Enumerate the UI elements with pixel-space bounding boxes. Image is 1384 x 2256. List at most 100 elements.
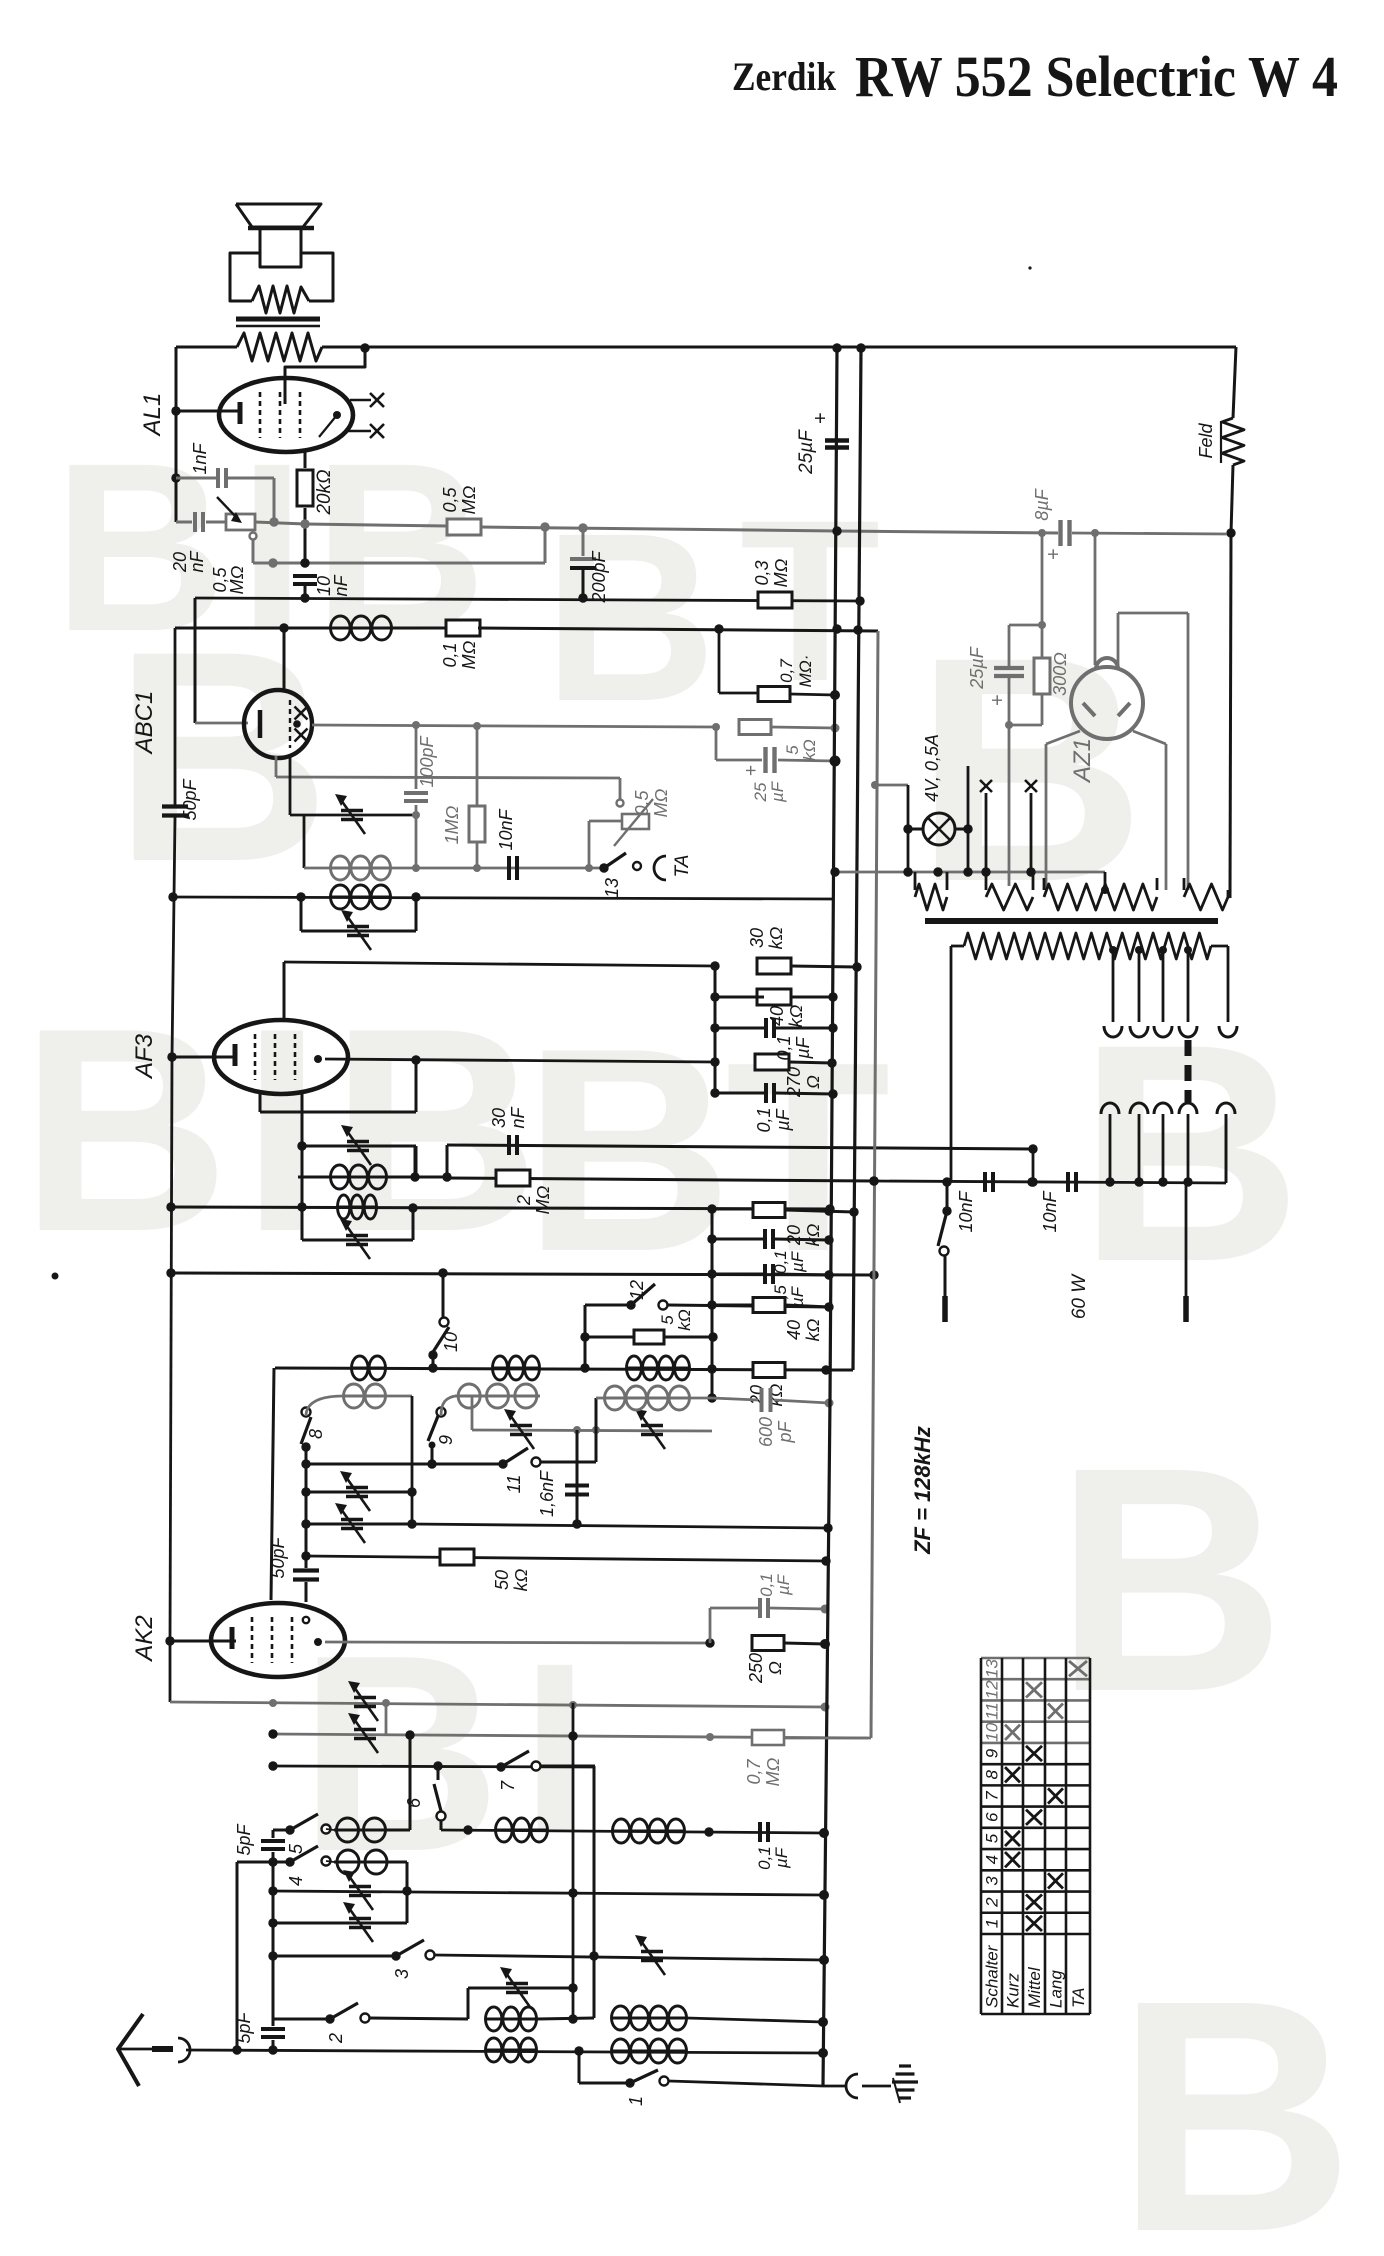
svg-text:0,1: 0,1 — [757, 1573, 776, 1597]
svg-text:0,7: 0,7 — [744, 1759, 764, 1785]
svg-text:5: 5 — [983, 1833, 1002, 1843]
svg-text:µF: µF — [773, 1108, 793, 1131]
svg-text:Schalter: Schalter — [983, 1944, 1002, 2008]
svg-text:MΩ·: MΩ· — [796, 655, 815, 688]
svg-text:50pF: 50pF — [268, 1536, 288, 1578]
svg-text:50pF: 50pF — [180, 778, 200, 820]
svg-text:kΩ: kΩ — [800, 739, 819, 761]
svg-text:1,6nF: 1,6nF — [537, 1470, 557, 1517]
svg-text:2: 2 — [983, 1897, 1002, 1908]
svg-text:0,5: 0,5 — [210, 567, 230, 593]
svg-text:20kΩ: 20kΩ — [314, 469, 335, 515]
svg-text:7: 7 — [498, 1780, 518, 1791]
svg-text:+: + — [810, 412, 832, 424]
svg-text:0,1: 0,1 — [440, 642, 460, 667]
svg-text:10nF: 10nF — [496, 808, 516, 850]
svg-text:MΩ: MΩ — [763, 1757, 783, 1786]
svg-text:5: 5 — [658, 1315, 677, 1325]
svg-text:kΩ: kΩ — [786, 1004, 806, 1027]
svg-text:4: 4 — [983, 1855, 1002, 1864]
svg-text:300Ω: 300Ω — [1050, 652, 1070, 696]
svg-text:MΩ: MΩ — [533, 1185, 553, 1214]
svg-text:1nF: 1nF — [190, 442, 210, 474]
svg-text:+: + — [741, 765, 762, 776]
svg-text:10: 10 — [983, 1722, 1002, 1741]
svg-text:12: 12 — [627, 1280, 647, 1300]
svg-text:0,1: 0,1 — [755, 1846, 774, 1870]
svg-text:pF: pF — [775, 1420, 795, 1443]
svg-text:30: 30 — [747, 928, 767, 948]
svg-text:RW 552 Selectric W 4: RW 552 Selectric W 4 — [855, 44, 1338, 109]
svg-text:40: 40 — [767, 1006, 787, 1026]
svg-text:25µF: 25µF — [796, 429, 817, 475]
svg-text:µF: µF — [788, 1250, 807, 1273]
svg-text:0,7: 0,7 — [777, 659, 796, 683]
svg-text:10: 10 — [314, 576, 334, 596]
svg-text:B: B — [1054, 1400, 1285, 1758]
svg-text:B: B — [20, 968, 229, 1292]
svg-text:0,3: 0,3 — [752, 560, 772, 585]
svg-text:60 W: 60 W — [1069, 1273, 1090, 1319]
svg-text:B: B — [1116, 1931, 1354, 2256]
svg-text:30: 30 — [489, 1108, 509, 1128]
svg-text:20: 20 — [784, 1225, 804, 1246]
svg-text:B: B — [1078, 979, 1302, 1326]
svg-text:20: 20 — [170, 552, 190, 573]
svg-text:8: 8 — [306, 1429, 326, 1439]
svg-text:3: 3 — [983, 1876, 1002, 1886]
svg-text:I: I — [239, 413, 306, 681]
svg-text:µF: µF — [788, 1285, 807, 1308]
svg-text:40: 40 — [784, 1320, 804, 1340]
svg-text:100pF: 100pF — [417, 735, 437, 787]
svg-text:nF: nF — [508, 1106, 528, 1128]
svg-text:6: 6 — [404, 1797, 424, 1808]
svg-text:nF: nF — [187, 550, 207, 572]
svg-text:µF: µF — [793, 1036, 813, 1059]
svg-text:250: 250 — [746, 1653, 766, 1684]
svg-text:9: 9 — [436, 1435, 456, 1445]
svg-text:1: 1 — [983, 1919, 1002, 1928]
svg-text:50: 50 — [492, 1570, 512, 1590]
svg-text:AL1: AL1 — [139, 393, 166, 438]
svg-text:Feld: Feld — [1196, 423, 1216, 459]
svg-text:1: 1 — [626, 2096, 646, 2106]
svg-text:ZF = 128kHz: ZF = 128kHz — [910, 1426, 935, 1555]
svg-text:B: B — [914, 590, 1145, 948]
svg-text:MΩ: MΩ — [771, 558, 791, 587]
svg-text:10: 10 — [441, 1332, 461, 1352]
svg-text:I: I — [522, 1613, 589, 1881]
svg-text:MΩ: MΩ — [459, 640, 479, 669]
svg-text:B: B — [299, 1598, 501, 1910]
svg-text:5: 5 — [783, 745, 802, 755]
svg-text:25µF: 25µF — [967, 646, 987, 689]
svg-text:9: 9 — [983, 1748, 1002, 1758]
svg-text:AF3: AF3 — [131, 1033, 158, 1080]
svg-text:0,1: 0,1 — [774, 1035, 794, 1060]
svg-text:kΩ: kΩ — [766, 926, 786, 949]
svg-text:kΩ: kΩ — [803, 1318, 823, 1341]
svg-text:B: B — [543, 483, 716, 751]
svg-text:0,1: 0,1 — [754, 1107, 774, 1132]
svg-text:4: 4 — [286, 1876, 306, 1886]
svg-text:2: 2 — [514, 1195, 534, 1206]
svg-text:Lang: Lang — [1047, 1970, 1066, 2008]
svg-text:Zerdik: Zerdik — [732, 54, 837, 99]
svg-text:B: B — [523, 988, 732, 1312]
svg-text:13: 13 — [602, 878, 622, 898]
svg-text:0,5: 0,5 — [440, 487, 460, 513]
svg-text:270: 270 — [784, 1067, 804, 1098]
svg-text:5pF: 5pF — [234, 2011, 254, 2043]
svg-text:0,5: 0,5 — [632, 790, 652, 816]
svg-text:ABC1: ABC1 — [131, 691, 158, 756]
svg-text:11: 11 — [504, 1475, 524, 1494]
svg-text:B: B — [53, 413, 226, 681]
svg-text:+: + — [987, 694, 1009, 706]
svg-text:AK2: AK2 — [131, 1615, 158, 1662]
svg-text:MΩ: MΩ — [459, 485, 479, 514]
svg-text:20: 20 — [747, 1385, 767, 1406]
svg-text:Mittel: Mittel — [1025, 1966, 1044, 2008]
svg-text:TA: TA — [1069, 1988, 1088, 2008]
svg-text:5pF: 5pF — [234, 1823, 254, 1855]
svg-text:3: 3 — [392, 1969, 412, 1979]
svg-text:Ω: Ω — [765, 1661, 785, 1675]
